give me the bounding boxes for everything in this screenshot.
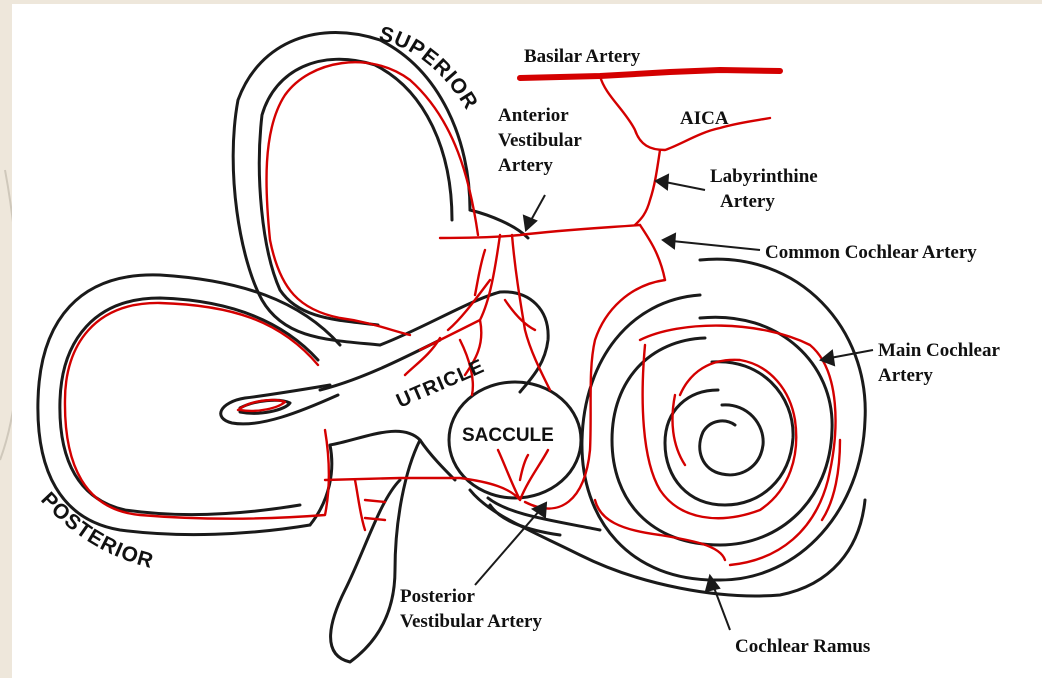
label-line: Vestibular Artery [400, 609, 542, 634]
label-line: Labyrinthine [710, 164, 818, 189]
label-line: Posterior [400, 584, 542, 609]
saccule-label: SACCULE [462, 425, 554, 446]
label-labyrinthine-artery: Labyrinthine Artery [710, 164, 818, 214]
label-line: Artery [498, 153, 582, 178]
label-posterior-vestibular-artery: Posterior Vestibular Artery [400, 584, 542, 634]
label-anterior-vestibular-artery: Anterior Vestibular Artery [498, 103, 582, 178]
label-cochlear-ramus: Cochlear Ramus [735, 634, 870, 659]
label-common-cochlear-artery: Common Cochlear Artery [765, 240, 977, 265]
label-line: Anterior [498, 103, 582, 128]
label-line: Main Cochlear [878, 338, 1000, 363]
label-main-cochlear-artery: Main Cochlear Artery [878, 338, 1000, 388]
label-line: Artery [878, 363, 1000, 388]
label-line: Vestibular [498, 128, 582, 153]
label-line: Artery [710, 189, 818, 214]
label-basilar-artery: Basilar Artery [524, 44, 640, 69]
label-aica: AICA [680, 106, 729, 131]
